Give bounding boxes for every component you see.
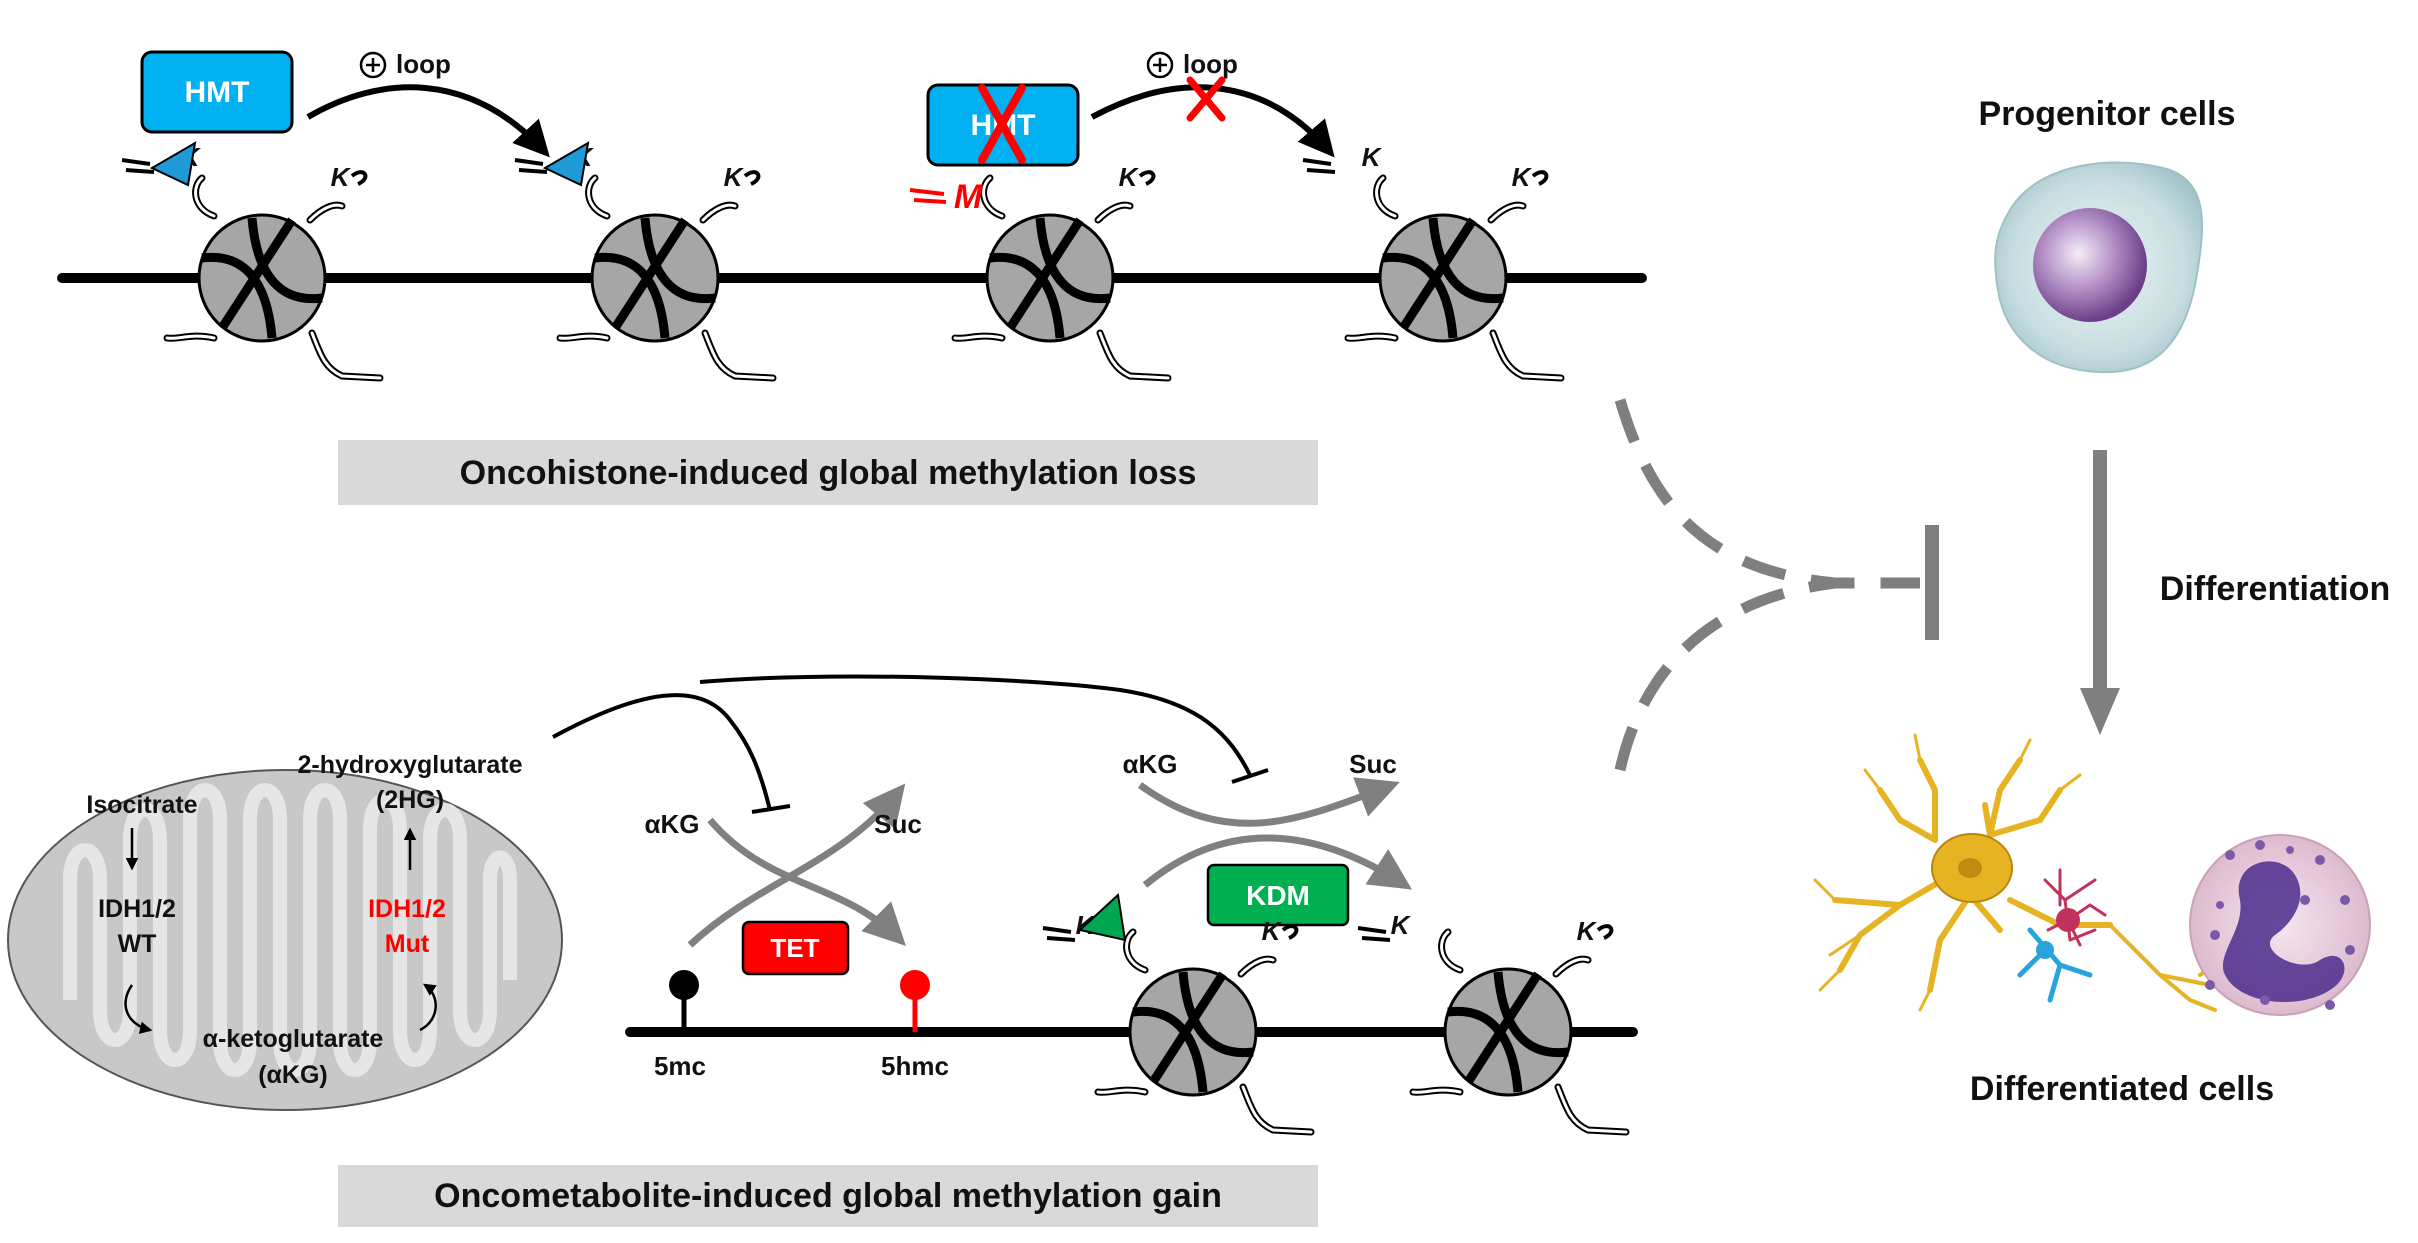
tet-substrate-label: αKG: [645, 809, 700, 839]
5hmc-mark: [900, 970, 930, 1000]
methyl-mark: [542, 141, 590, 187]
tet-reaction-arrow: [707, 817, 906, 946]
top-caption: Oncohistone-induced global methylation l…: [460, 454, 1197, 492]
lysine-label: K: [1577, 916, 1598, 946]
idh-wt-label: IDH1/2: [98, 895, 176, 923]
lysine-label: K: [1362, 142, 1383, 172]
lysine-label: K: [1391, 910, 1412, 940]
lysine-label: K: [331, 162, 352, 192]
wt-label: WT: [118, 930, 157, 958]
arrow-head-icon: [2080, 688, 2120, 735]
mut-label: Mut: [385, 930, 430, 958]
tet-label: TET: [770, 933, 819, 963]
nucleosome: K K: [1042, 910, 1315, 1136]
curved-arrow: [124, 984, 153, 1034]
methyl-mark-green: [1077, 892, 1127, 942]
isocitrate-label: Isocitrate: [86, 791, 197, 819]
tet-product-label: Suc: [874, 809, 922, 839]
nucleosome: K K: [1357, 910, 1630, 1136]
2hg-abbr-label: (2HG): [376, 786, 444, 814]
lysine-label: K: [1119, 162, 1140, 192]
inhibition-x-icon: [978, 84, 1026, 164]
kdm-reaction-arrow: [1142, 834, 1413, 890]
inhibition-line-tet: [552, 693, 772, 811]
kdm-substrate-label: αKG: [1123, 749, 1178, 779]
idh-mut-label: IDH1/2: [368, 895, 446, 923]
plus-circle-icon: [359, 51, 387, 79]
tet-box: [741, 920, 850, 976]
loop-label: loop: [1183, 49, 1238, 79]
methyl-mark: [149, 141, 197, 187]
progenitor-label: Progenitor cells: [1979, 95, 2236, 133]
loop-label: loop: [396, 49, 451, 79]
inhibition-x-icon: [1186, 76, 1226, 122]
kdm-product-label: Suc: [1349, 749, 1397, 779]
nucleosome: K K: [1302, 142, 1565, 382]
inhibition-line-kdm: [699, 674, 1252, 776]
plus-circle-icon: [1146, 51, 1174, 79]
2hg-label: 2-hydroxyglutarate: [297, 751, 522, 779]
neuron-icon: [1813, 733, 2222, 1012]
caption-box: [338, 440, 1318, 505]
differentiated-label: Differentiated cells: [1970, 1070, 2274, 1108]
tet-reaction-arrow: [687, 783, 906, 948]
caption-box: [338, 1165, 1318, 1227]
lysine-label: K: [1262, 916, 1283, 946]
akg-abbr-label: (αKG): [258, 1061, 328, 1089]
differentiation-label: Differentiation: [2160, 570, 2390, 608]
loop-arrow: [306, 84, 550, 158]
nucleosome: K K: [514, 142, 777, 382]
bottom-caption: Oncometabolite-induced global methylatio…: [434, 1177, 1222, 1215]
nucleosome: K K: [121, 142, 384, 382]
kdm-reaction-arrow: [1137, 777, 1400, 827]
5mc-label: 5mc: [654, 1051, 706, 1081]
mitochondrion: [7, 769, 563, 1111]
right-panel: Progenitor cells Differentiation: [1813, 95, 2390, 1108]
kdm-label: KDM: [1246, 880, 1310, 911]
5mc-mark: [669, 970, 699, 1000]
bottom-panel: Isocitrate IDH1/2 WT α-ketoglutarate (αK…: [7, 674, 1638, 1227]
hmt-label: HMT: [185, 76, 250, 109]
mutant-residue-label: M: [954, 178, 983, 216]
nucleosome-mutant: M K: [909, 162, 1172, 382]
akg-label: α-ketoglutarate: [203, 1025, 384, 1053]
hmt-box: [140, 50, 294, 134]
top-panel: K K K K: [57, 49, 1647, 505]
curved-arrow: [419, 983, 437, 1032]
progenitor-cell-icon: [1994, 161, 2204, 374]
convergence-inhibition: [1614, 398, 1939, 772]
kdm-box: [1206, 863, 1350, 927]
lysine-label: K: [1512, 162, 1533, 192]
neutrophil-icon: [2189, 834, 2371, 1016]
5hmc-label: 5hmc: [881, 1051, 949, 1081]
lysine-label: K: [724, 162, 745, 192]
